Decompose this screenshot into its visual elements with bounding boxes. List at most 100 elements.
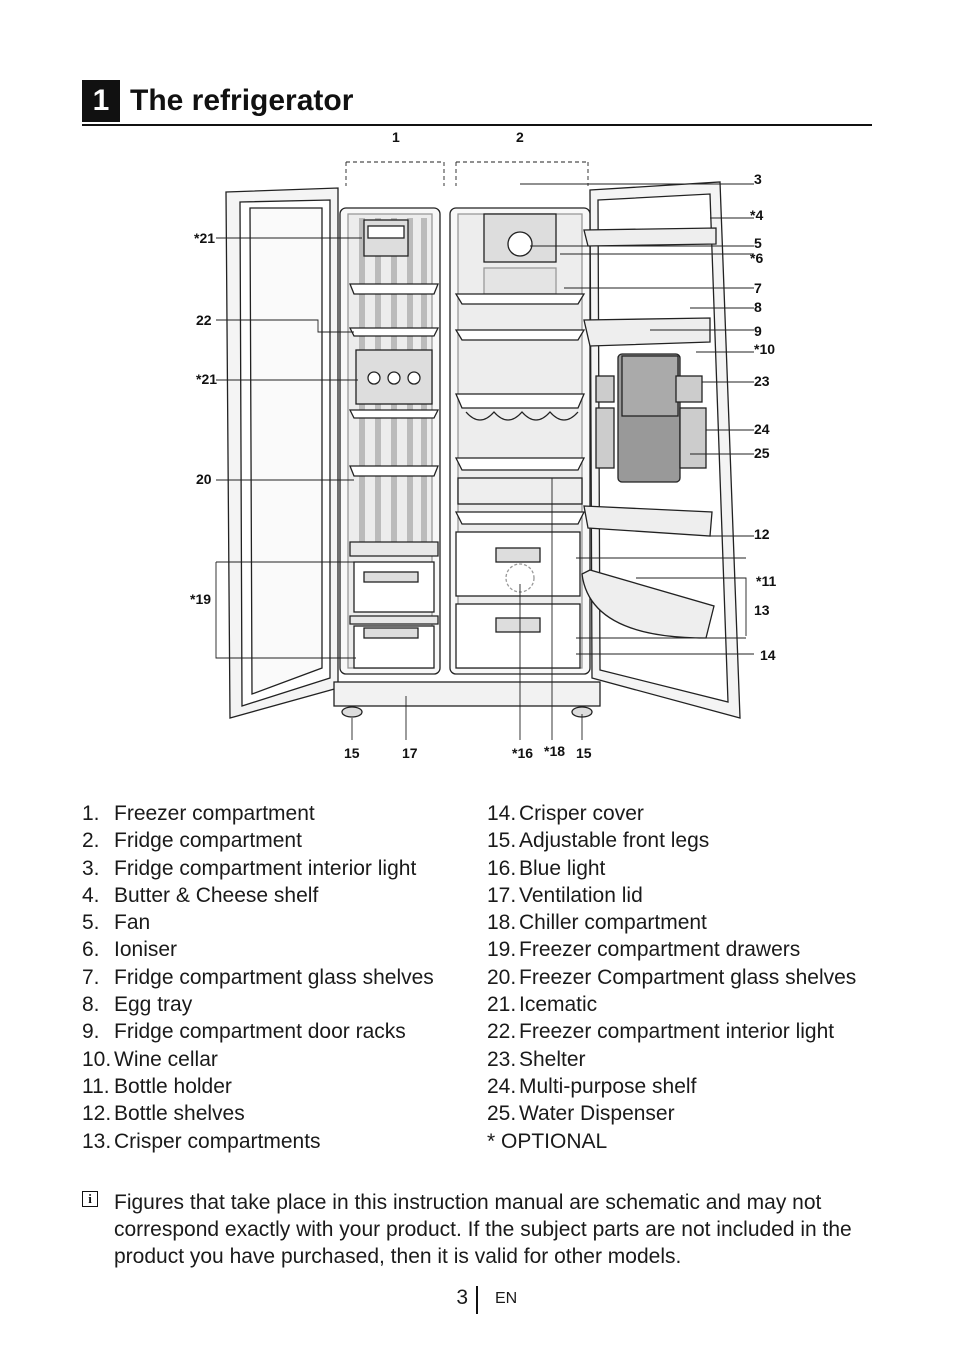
footer-divider [476, 1286, 478, 1314]
part-label: Egg tray [114, 993, 193, 1017]
part-number: 8. [82, 993, 100, 1017]
section-number: 1 [82, 80, 120, 122]
optional-note: * OPTIONAL [487, 1129, 608, 1153]
part-label: Freezer compartment drawers [519, 938, 801, 962]
list-item: 23.Shelter [487, 1046, 856, 1073]
callout-23: 23 [754, 373, 770, 389]
list-item: 4. Butter & Cheese shelf [82, 882, 434, 909]
list-item: 22.Freezer compartment interior light [487, 1018, 856, 1045]
part-number: 13. [82, 1129, 112, 1153]
language-code: EN [495, 1290, 518, 1307]
callout-16: *16 [512, 745, 533, 761]
part-label: Fridge compartment interior light [114, 856, 417, 880]
callout-2: 2 [516, 129, 524, 145]
list-item: 8. Egg tray [82, 991, 434, 1018]
section-header: 1 The refrigerator [82, 80, 872, 126]
part-label: Blue light [519, 856, 606, 880]
part-number: 17. [487, 883, 517, 907]
section-title: The refrigerator [130, 84, 354, 117]
list-item: 3. Fridge compartment interior light [82, 855, 434, 882]
callout-21-top: *21 [194, 230, 215, 246]
callout-9: 9 [754, 323, 762, 339]
parts-list-left: 1. Freezer compartment 2. Fridge compartme… [82, 800, 434, 1155]
list-item: 19.Freezer compartment drawers [487, 936, 856, 963]
part-label: Fridge compartment [114, 829, 302, 853]
part-label: Wine cellar [114, 1047, 218, 1071]
callout-21-middle: *21 [196, 371, 217, 387]
callout-8: 8 [754, 299, 762, 315]
callout-3: 3 [754, 171, 762, 187]
part-number: 3. [82, 856, 100, 880]
part-number: 14. [487, 802, 517, 825]
callout-19: *19 [190, 591, 211, 607]
part-label: Water Dispenser [519, 1102, 675, 1126]
callout-25: 25 [754, 445, 770, 461]
refrigerator-diagram: 1 2 3 *4 5 *6 7 8 9 *10 23 24 25 12 *11 … [150, 122, 830, 772]
list-item: 17.Ventilation lid [487, 882, 856, 909]
callout-6: *6 [750, 250, 763, 266]
list-item: 6.Ioniser [82, 936, 434, 963]
callout-12: 12 [754, 526, 770, 542]
part-number: 25. [487, 1102, 517, 1126]
part-label: Fan [114, 911, 151, 935]
list-item: 14.Crisper cover [487, 800, 856, 827]
part-label: Freezer compartment [114, 802, 315, 825]
part-number: 18. [487, 911, 517, 935]
callout-24: 24 [754, 421, 770, 437]
part-number: 10. [82, 1047, 112, 1071]
list-item: 15.Adjustable front legs [487, 827, 856, 854]
part-label: Shelter [519, 1047, 586, 1071]
part-label: Icematic [519, 993, 598, 1017]
part-number: 21. [487, 993, 517, 1017]
callout-1: 1 [392, 129, 400, 145]
list-item: 7.Fridge compartment glass shelves [82, 964, 434, 991]
part-number: 23. [487, 1047, 517, 1071]
callout-15-right: 15 [576, 745, 592, 761]
page-number: 3 [456, 1286, 468, 1309]
refrigerator-illustration: 1 2 3 *4 5 *6 7 8 9 *10 23 24 25 12 *11 … [190, 129, 776, 761]
part-label: Fridge compartment glass shelves [114, 965, 434, 989]
part-number: 16. [487, 856, 517, 880]
callout-11: *11 [756, 573, 776, 589]
part-label: Adjustable front legs [519, 829, 710, 853]
schematic-note: i Figures that take place in this instru… [82, 1189, 872, 1270]
callout-10: *10 [754, 341, 775, 357]
part-label: Ventilation lid [519, 883, 643, 907]
part-label: Crisper cover [519, 802, 644, 825]
part-number: 20. [487, 965, 517, 989]
callout-5: 5 [754, 235, 762, 251]
list-item: 9. Fridge compartment door racks [82, 1018, 434, 1045]
part-number: 2. [82, 829, 100, 853]
list-item: 21.Icematic [487, 991, 856, 1018]
list-item: 20.Freezer Compartment glass shelves [487, 964, 856, 991]
part-label: Multi-purpose shelf [519, 1074, 697, 1098]
list-item: 1. Freezer compartment [82, 800, 434, 827]
part-label: Bottle holder [114, 1074, 232, 1098]
callout-17: 17 [402, 745, 418, 761]
list-item: 24.Multi-purpose shelf [487, 1073, 856, 1100]
page-footer: 3 EN [0, 1284, 954, 1314]
callout-14: 14 [760, 647, 776, 663]
callout-20: 20 [196, 471, 212, 487]
part-number: 4. [82, 883, 100, 907]
list-item: 25.Water Dispenser [487, 1100, 856, 1127]
part-label: Freezer compartment interior light [519, 1020, 835, 1044]
callout-13: 13 [754, 602, 770, 618]
part-number: 11. [82, 1074, 110, 1098]
callout-7: 7 [754, 280, 762, 296]
note-text: Figures that take place in this instruct… [114, 1191, 852, 1268]
part-label: Butter & Cheese shelf [114, 883, 319, 907]
part-label: Ioniser [114, 938, 178, 962]
part-number: 1. [82, 802, 100, 825]
info-icon: i [82, 1191, 98, 1207]
part-label: Chiller compartment [519, 911, 707, 935]
part-number: 22. [487, 1020, 517, 1044]
part-label: Bottle shelves [114, 1102, 245, 1126]
part-label: Fridge compartment door racks [114, 1020, 406, 1044]
part-label: Freezer Compartment glass shelves [519, 965, 857, 989]
list-item: 18.Chiller compartment [487, 909, 856, 936]
callout-18: *18 [544, 743, 565, 759]
parts-list-right: 14.Crisper cover 15.Adjustable front leg… [487, 800, 856, 1155]
callout-15-left: 15 [344, 745, 360, 761]
part-number: 9. [82, 1020, 100, 1044]
